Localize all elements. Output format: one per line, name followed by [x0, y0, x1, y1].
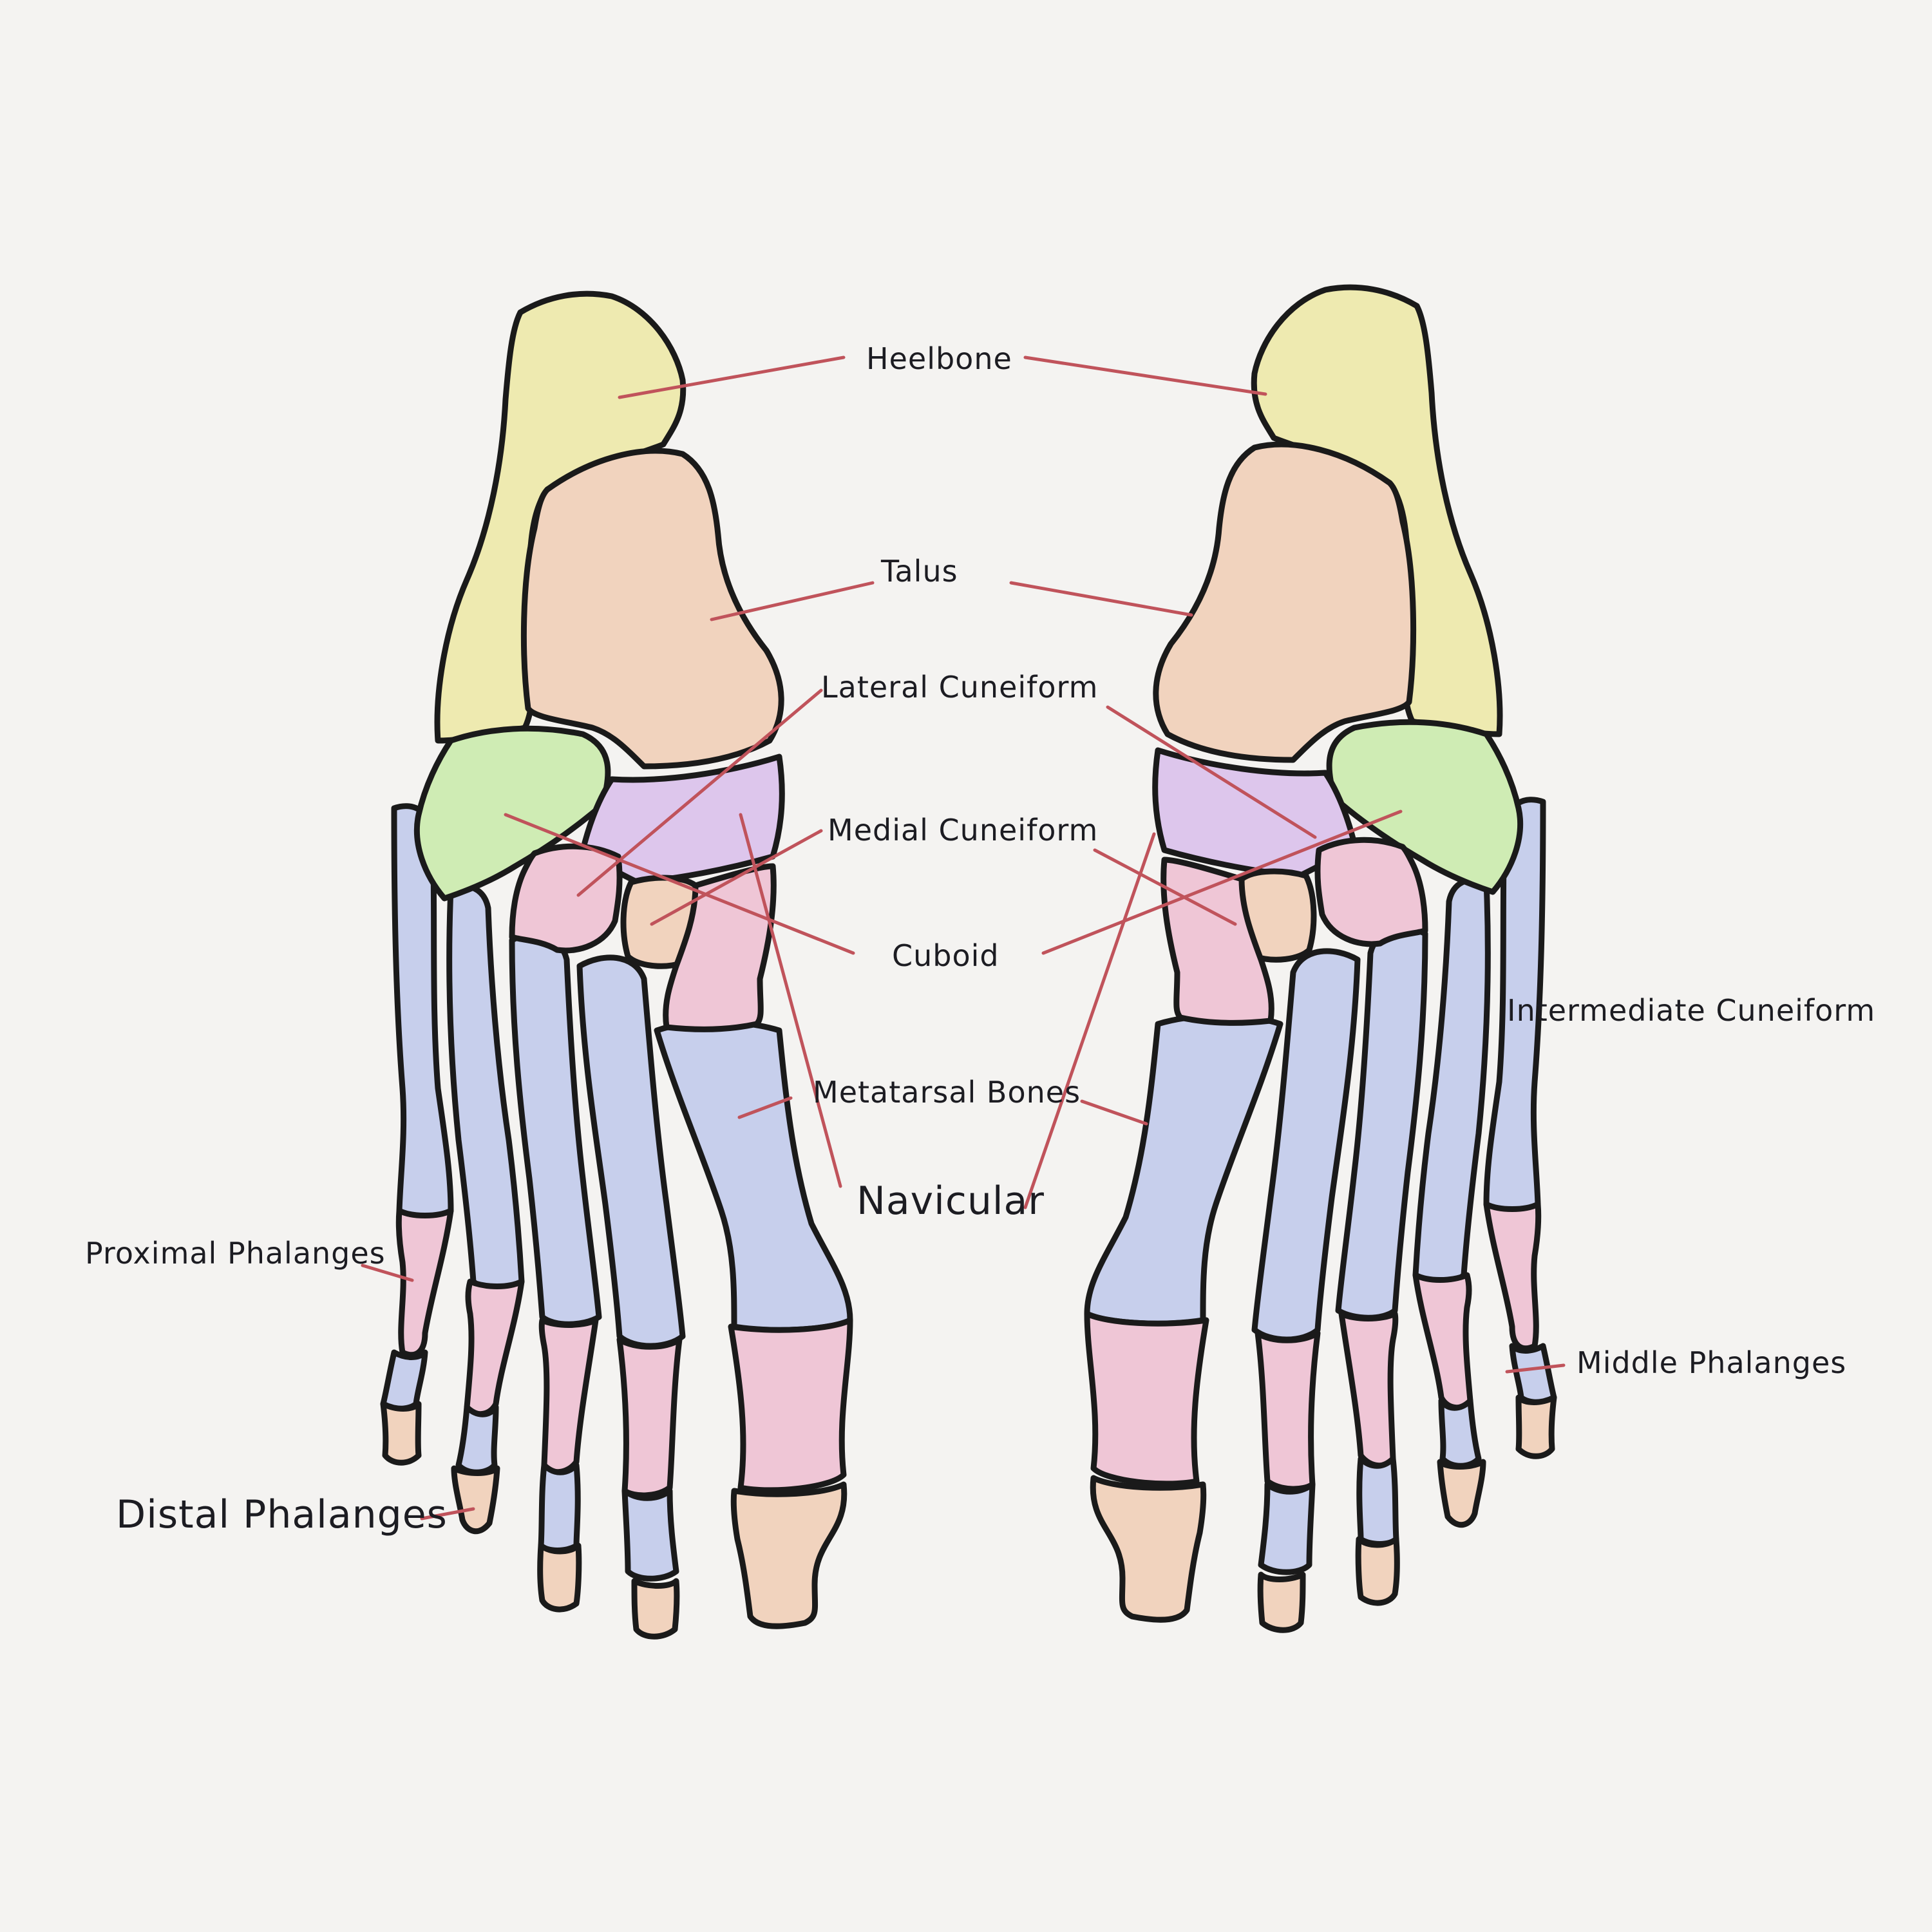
left-distal-phalanx-1 [730, 1481, 848, 1629]
leader-lateral-cuneiform-right [1106, 705, 1317, 839]
right-proximal-phalanx-2 [1255, 1330, 1321, 1492]
right-middle-phalanges [1258, 1343, 1557, 1575]
left-distal-phalanx-2 [631, 1578, 680, 1640]
left-middle-phalanx-5 [380, 1349, 428, 1412]
leader-heelbone-right [1023, 355, 1267, 396]
leader-talus-left [710, 581, 875, 621]
leader-distal-phalanges [420, 1507, 475, 1520]
label-proximal-phalanges: Proximal Phalanges [85, 1236, 386, 1271]
left-cuboid [413, 725, 611, 902]
right-proximal-phalanx-3 [1338, 1311, 1399, 1469]
leader-cuboid-left [504, 813, 855, 955]
right-middle-phalanx-5 [1509, 1343, 1557, 1405]
left-proximal-phalanges [395, 1208, 853, 1499]
right-distal-phalanx-5 [1515, 1394, 1557, 1459]
right-metatarsal-3 [1335, 924, 1428, 1321]
leader-navicular-right [1023, 832, 1156, 1209]
right-lateral-cuneiform [1314, 837, 1428, 947]
left-middle-phalanx-3 [538, 1462, 581, 1553]
labels: Heelbone Talus Lateral Cuneiform Medial … [85, 341, 1875, 1537]
right-foot [1084, 284, 1557, 1633]
right-distal-phalanx-3 [1355, 1536, 1400, 1606]
left-metatarsal-1 [654, 1019, 853, 1333]
label-talus: Talus [880, 554, 958, 589]
left-middle-phalanx-4 [455, 1404, 499, 1475]
label-medial-cuneiform: Medial Cuneiform [828, 813, 1098, 848]
left-lateral-cuneiform [509, 843, 623, 954]
label-heelbone: Heelbone [866, 341, 1012, 376]
left-proximal-phalanx-5 [395, 1208, 454, 1358]
leader-proximal-phalanges [361, 1264, 414, 1282]
right-middle-phalanx-4 [1438, 1397, 1482, 1469]
right-distal-phalanx-2 [1257, 1571, 1306, 1633]
right-metatarsal-2 [1251, 948, 1361, 1343]
label-distal-phalanges: Distal Phalanges [116, 1492, 448, 1537]
label-lateral-cuneiform: Lateral Cuneiform [821, 670, 1098, 705]
left-talus [520, 448, 784, 770]
label-navicular: Navicular [857, 1179, 1045, 1224]
right-proximal-phalanx-5 [1483, 1201, 1542, 1352]
right-distal-phalanx-1 [1090, 1475, 1207, 1623]
leader-cuboid-right [1041, 810, 1403, 955]
label-intermediate-cuneiform: Intermediate Cuneiform [1507, 993, 1875, 1028]
left-distal-phalanges [380, 1401, 848, 1640]
right-proximal-phalanx-1 [1084, 1311, 1209, 1487]
leader-heelbone-left [618, 355, 846, 399]
right-proximal-phalanges [1084, 1201, 1542, 1492]
leader-lines [361, 355, 1566, 1520]
leader-metatarsal-left [737, 1096, 793, 1119]
label-cuboid: Cuboid [892, 938, 999, 973]
right-cuboid [1326, 719, 1524, 895]
left-distal-phalanx-3 [537, 1542, 582, 1613]
right-middle-phalanx-2 [1258, 1481, 1316, 1575]
right-metatarsal-1 [1084, 1012, 1283, 1327]
right-metatarsals [1084, 797, 1546, 1343]
leader-medial-cuneiform-right [1093, 848, 1237, 926]
right-middle-phalanx-3 [1356, 1455, 1399, 1547]
right-proximal-phalanx-4 [1412, 1272, 1473, 1411]
right-distal-phalanges [1090, 1394, 1557, 1633]
left-proximal-phalanx-2 [616, 1336, 683, 1499]
left-proximal-phalanx-3 [538, 1317, 599, 1475]
left-foot [380, 290, 853, 1640]
left-metatarsal-3 [509, 931, 602, 1327]
left-distal-phalanx-4 [451, 1465, 500, 1535]
leader-medial-cuneiform-left [650, 829, 823, 926]
label-metatarsal-bones: Metatarsal Bones [813, 1075, 1081, 1110]
left-metatarsal-2 [576, 954, 686, 1349]
right-distal-phalanx-4 [1437, 1459, 1486, 1528]
left-middle-phalanx-2 [621, 1488, 679, 1582]
left-distal-phalanx-5 [380, 1401, 422, 1466]
leader-metatarsal-right [1080, 1099, 1148, 1126]
label-middle-phalanges: Middle Phalanges [1577, 1345, 1846, 1380]
left-medial-cuneiform [663, 863, 777, 1032]
leader-talus-right [1009, 581, 1193, 617]
right-talus [1153, 441, 1417, 763]
left-proximal-phalanx-1 [728, 1317, 853, 1493]
leader-navicular-left [739, 813, 842, 1188]
left-proximal-phalanx-4 [464, 1278, 525, 1417]
leader-middle-phalanges [1505, 1363, 1566, 1374]
